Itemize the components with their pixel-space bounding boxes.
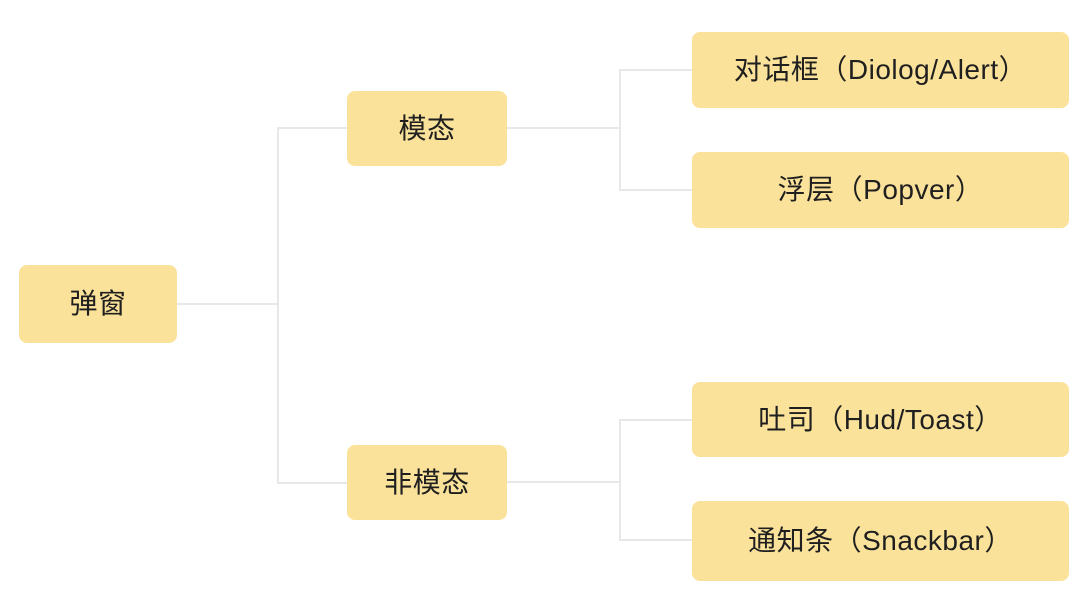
node-nonmodal[interactable]: 非模态 [347,445,507,520]
connector-level1-trunk [277,127,279,484]
connector-root-stub [177,303,278,305]
connector-nonmodal-stub [507,481,620,483]
connector-to-nonmodal [277,482,347,484]
node-snackbar[interactable]: 通知条（Snackbar） [692,501,1069,581]
connector-to-popover [619,189,692,191]
connector-modal-stub [507,127,620,129]
node-popover[interactable]: 浮层（Popver） [692,152,1069,228]
connector-to-dialog [619,69,692,71]
connector-to-snackbar [619,539,692,541]
connector-to-modal [277,127,347,129]
node-root-popup[interactable]: 弹窗 [19,265,177,343]
connector-to-toast [619,419,692,421]
connector-modal-children-trunk [619,69,621,191]
node-toast[interactable]: 吐司（Hud/Toast） [692,382,1069,457]
connector-nonmodal-children-trunk [619,419,621,541]
node-modal[interactable]: 模态 [347,91,507,166]
node-dialog-alert[interactable]: 对话框（Diolog/Alert） [692,32,1069,108]
